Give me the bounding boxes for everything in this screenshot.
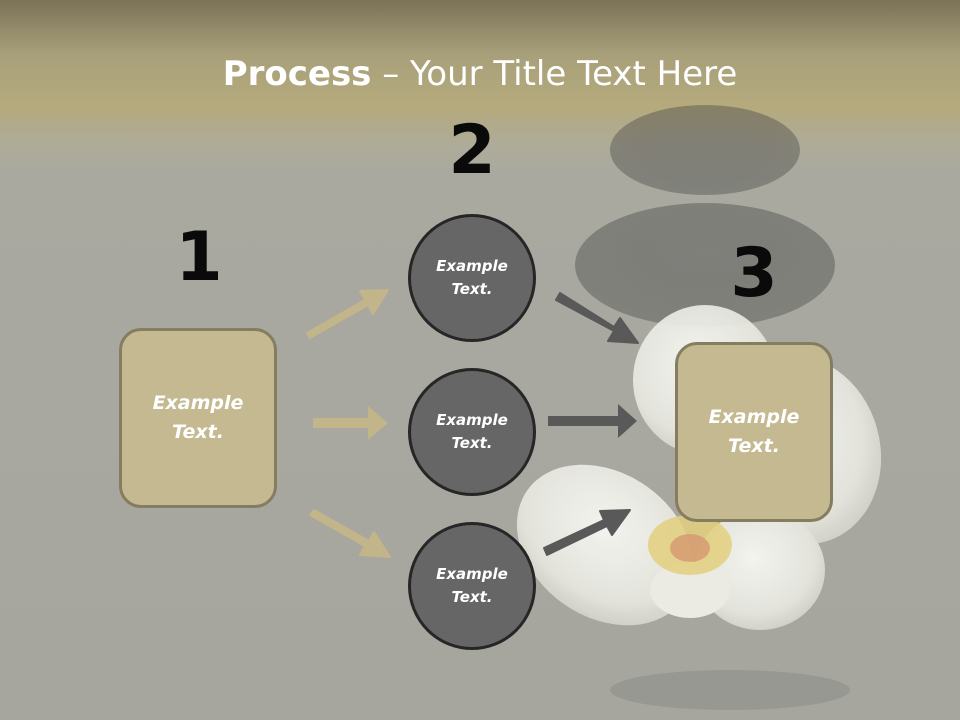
arrow-left-down-icon [309, 509, 391, 558]
step-3-box: Example Text. [675, 342, 833, 522]
stone-top [610, 105, 800, 195]
circle-label: Example Text. [436, 411, 508, 452]
step-2-circle-middle: Example Text. [408, 368, 536, 496]
title-strong: Process [222, 54, 372, 94]
step-number-1: 1 [175, 218, 223, 297]
arrow-right-up-icon [543, 509, 631, 556]
step-1-label: Example Text. [152, 392, 244, 443]
step-1-box: Example Text. [119, 328, 277, 508]
arrow-right-middle-icon [548, 404, 637, 438]
arrow-right-down-icon [555, 292, 639, 344]
slide-title: Process – Your Title Text Here [0, 52, 960, 96]
title-rest: – Your Title Text Here [371, 54, 738, 94]
step-2-circle-top: Example Text. [408, 214, 536, 342]
circle-label: Example Text. [436, 565, 508, 606]
arrow-left-middle-icon [313, 406, 388, 440]
stone-middle [575, 203, 835, 327]
circle-label: Example Text. [436, 257, 508, 298]
step-3-label: Example Text. [708, 406, 800, 457]
step-2-circle-bottom: Example Text. [408, 522, 536, 650]
stone-reflection [610, 670, 850, 710]
arrow-left-up-icon [306, 289, 389, 339]
step-number-2: 2 [448, 111, 496, 190]
step-number-3: 3 [730, 234, 778, 313]
